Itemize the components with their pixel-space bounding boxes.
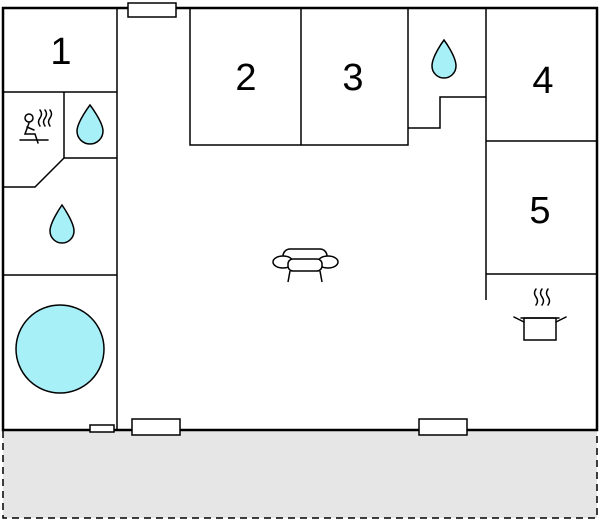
sauna-icon — [19, 109, 53, 144]
room-4-label: 4 — [532, 60, 553, 102]
water-drop-icon — [76, 103, 104, 145]
window-top — [127, 2, 177, 18]
sofa-icon — [272, 248, 339, 283]
cooking-pot-icon — [513, 288, 567, 341]
room-3-label: 3 — [342, 57, 363, 99]
door-bottom-left — [131, 418, 181, 436]
pool-icon — [15, 304, 105, 394]
door-bottom-right — [418, 418, 468, 436]
terrace — [2, 429, 598, 519]
water-drop-icon — [431, 38, 457, 79]
small-opening — [89, 424, 115, 433]
water-drop-icon — [49, 203, 75, 244]
room-5-label: 5 — [529, 190, 550, 232]
openings — [89, 2, 468, 436]
interior-walls — [3, 8, 597, 430]
room-2-label: 2 — [235, 57, 256, 99]
room-1-label: 1 — [50, 31, 71, 73]
